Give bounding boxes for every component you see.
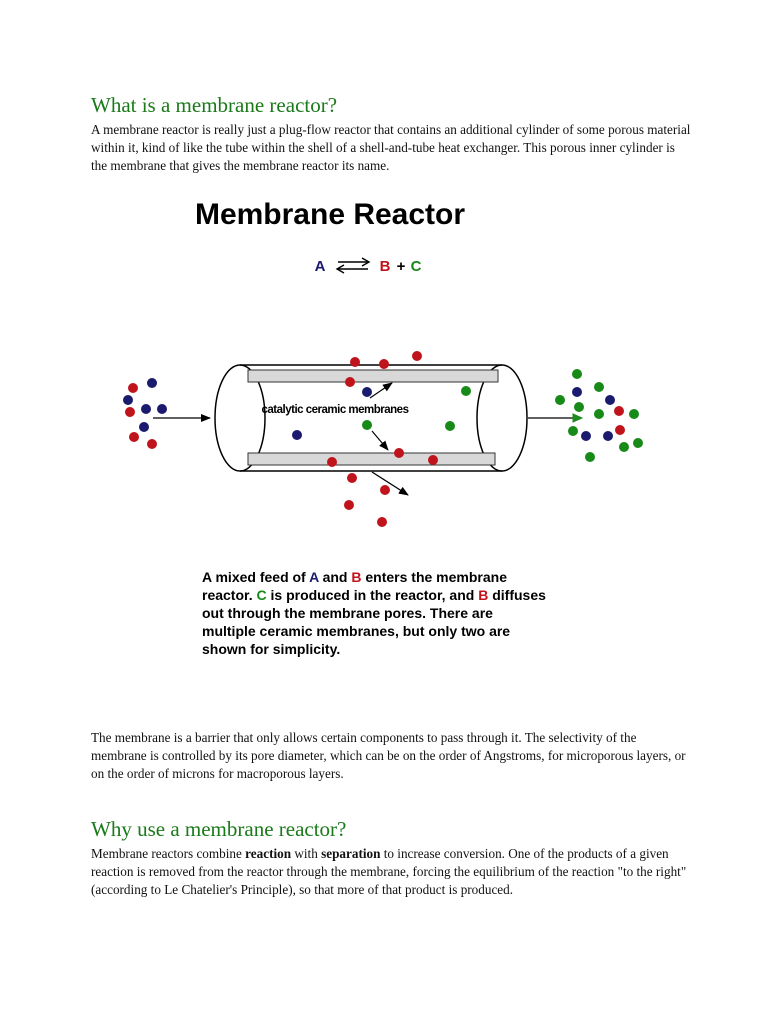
molecule-blue <box>362 387 372 397</box>
molecule-red <box>394 448 404 458</box>
molecule-blue <box>572 387 582 397</box>
reaction-species-a: A <box>315 258 326 275</box>
molecule-red <box>350 357 360 367</box>
molecule-green <box>555 395 565 405</box>
molecule-red <box>347 473 357 483</box>
molecule-red <box>129 432 139 442</box>
caption-text: multiple ceramic membranes, but only two… <box>202 623 510 639</box>
text-run: to increase conversion. One of the produ… <box>91 846 687 897</box>
molecule-green <box>629 409 639 419</box>
molecules <box>123 351 643 527</box>
caption-species: C <box>256 587 266 603</box>
caption-species: A <box>309 569 319 585</box>
equilibrium-arrows-icon <box>335 257 371 274</box>
molecule-red <box>147 439 157 449</box>
exit-arrow <box>528 413 584 423</box>
molecule-red <box>327 457 337 467</box>
molecule-blue <box>123 395 133 405</box>
bold-term: reaction <box>245 846 292 861</box>
reactor-vessel <box>214 364 528 472</box>
molecule-red <box>615 425 625 435</box>
flow-arrows <box>153 382 409 496</box>
molecule-green <box>461 386 471 396</box>
caption-line: multiple ceramic membranes, but only two… <box>202 623 510 639</box>
why-paragraph: Membrane reactors combine reaction with … <box>91 845 691 899</box>
molecule-green <box>362 420 372 430</box>
molecule-red <box>125 407 135 417</box>
bold-term: separation <box>321 846 381 861</box>
molecule-blue <box>141 404 151 414</box>
molecule-blue <box>603 431 613 441</box>
molecule-green <box>572 369 582 379</box>
caption-text: A mixed feed of <box>202 569 309 585</box>
caption-line: reactor. C is produced in the reactor, a… <box>202 587 546 603</box>
molecule-blue <box>581 431 591 441</box>
figure-title: Membrane Reactor <box>195 198 465 231</box>
molecule-green <box>585 452 595 462</box>
molecule-red <box>428 455 438 465</box>
caption-line: out through the membrane pores. There ar… <box>202 605 493 621</box>
caption-text: and <box>319 569 352 585</box>
molecule-blue <box>147 378 157 388</box>
caption-species: B <box>478 587 488 603</box>
molecule-red <box>345 377 355 387</box>
molecule-red <box>344 500 354 510</box>
figure-caption: A mixed feed of A and B enters the membr… <box>202 569 550 657</box>
caption-line: shown for simplicity. <box>202 641 340 657</box>
membrane-paragraph: The membrane is a barrier that only allo… <box>91 730 686 781</box>
molecule-blue <box>292 430 302 440</box>
molecule-red <box>379 359 389 369</box>
text-run: with <box>291 846 322 861</box>
section-heading-what-is: What is a membrane reactor? <box>91 93 338 117</box>
caption-text: out through the membrane pores. There ar… <box>202 605 493 621</box>
molecule-blue <box>605 395 615 405</box>
membrane-tubes <box>247 369 499 466</box>
reaction-species-b: B <box>380 258 391 275</box>
section-heading-why-use: Why use a membrane reactor? <box>91 817 347 841</box>
molecule-blue <box>157 404 167 414</box>
molecule-blue <box>139 422 149 432</box>
molecule-red <box>377 517 387 527</box>
molecule-red <box>380 485 390 495</box>
caption-line: A mixed feed of A and B enters the membr… <box>202 569 507 585</box>
molecule-green <box>594 409 604 419</box>
molecule-red <box>614 406 624 416</box>
membrane-reactor-diagram: Membrane Reactor A B + C catalytic ceram… <box>123 198 643 657</box>
caption-text: reactor. <box>202 587 256 603</box>
molecule-green <box>633 438 643 448</box>
reaction-species-c: C <box>411 258 422 275</box>
molecule-red <box>128 383 138 393</box>
molecule-green <box>568 426 578 436</box>
molecule-green <box>619 442 629 452</box>
caption-text: diffuses <box>488 587 546 603</box>
molecule-green <box>445 421 455 431</box>
caption-text: is produced in the reactor, and <box>267 587 479 603</box>
molecule-green <box>594 382 604 392</box>
intro-paragraph: A membrane reactor is really just a plug… <box>91 122 691 173</box>
membrane-label: catalytic ceramic membranes <box>262 404 409 416</box>
text-run: Membrane reactors combine <box>91 846 246 861</box>
reaction-plus: + <box>397 258 406 275</box>
molecule-green <box>574 402 584 412</box>
molecule-red <box>412 351 422 361</box>
caption-text: shown for simplicity. <box>202 641 340 657</box>
caption-text: enters the membrane <box>361 569 507 585</box>
caption-species: B <box>351 569 361 585</box>
